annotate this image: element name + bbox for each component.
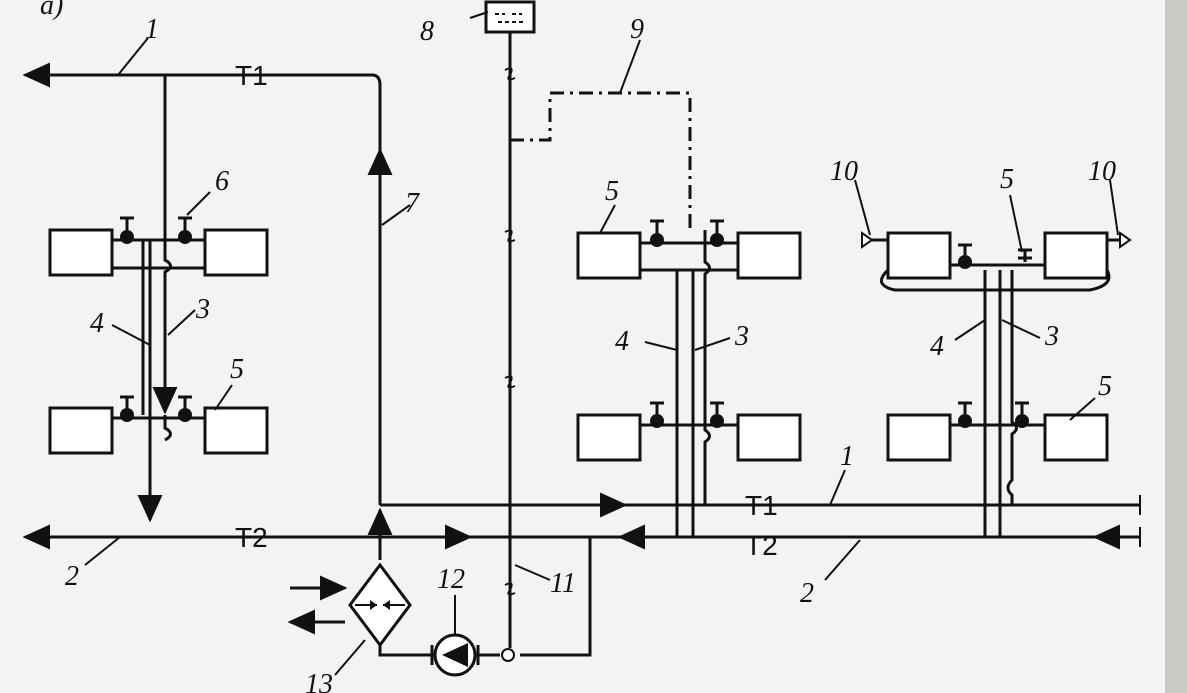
leader-6 xyxy=(186,191,211,216)
valve-icon xyxy=(958,243,972,269)
valve-icon xyxy=(120,216,134,244)
label-6: 6 xyxy=(215,166,229,197)
break-mark xyxy=(504,582,516,596)
label-5-top-right: 5 xyxy=(1000,164,1014,195)
valve-icon xyxy=(178,216,192,244)
valve-icon xyxy=(958,401,972,428)
valve-icon xyxy=(120,395,134,422)
label-7: 7 xyxy=(405,188,420,219)
supply-main-bend xyxy=(371,73,382,505)
label-t1-right: T1 xyxy=(745,490,778,521)
leader-5-right xyxy=(1069,397,1096,421)
leader-3 xyxy=(167,309,196,336)
leader-5-top xyxy=(1009,194,1023,253)
page-edge xyxy=(1165,0,1187,693)
leader-11 xyxy=(514,564,551,581)
label-11: 11 xyxy=(550,568,576,599)
leader-4 xyxy=(111,324,151,346)
label-3-right: 3 xyxy=(1044,321,1059,352)
air-vent-icon xyxy=(1119,231,1132,249)
label-1: 1 xyxy=(145,14,159,45)
label-3-mid: 3 xyxy=(734,321,749,352)
leader-4-right xyxy=(954,319,986,341)
right-bypass-loop xyxy=(879,268,1111,292)
part-label: а) xyxy=(40,0,63,21)
leader-8 xyxy=(469,11,489,19)
label-12: 12 xyxy=(437,564,465,595)
label-5-right: 5 xyxy=(1098,371,1112,402)
leader-13 xyxy=(334,639,366,676)
label-1-right: 1 xyxy=(840,441,854,472)
break-mark xyxy=(504,67,516,81)
radiator-right-top-1 xyxy=(886,231,952,280)
valve-icon xyxy=(1015,401,1029,428)
radiator-mid-top-2 xyxy=(736,231,802,280)
leader-3-right xyxy=(1001,319,1041,339)
leader-2 xyxy=(84,536,121,566)
label-2-right: 2 xyxy=(800,578,814,609)
label-10-right: 10 xyxy=(1088,156,1116,187)
heat-exchanger xyxy=(348,562,412,648)
label-4-mid: 4 xyxy=(615,326,629,357)
label-5-mid: 5 xyxy=(605,176,619,207)
pump-icon xyxy=(430,633,480,677)
radiator-left-bottom-1 xyxy=(48,406,114,455)
break-mark xyxy=(504,375,516,389)
label-4-right: 4 xyxy=(930,331,944,362)
radiator-left-bottom-2 xyxy=(203,406,269,455)
label-5: 5 xyxy=(230,354,244,385)
label-4: 4 xyxy=(90,308,104,339)
radiator-right-top-2 xyxy=(1043,231,1109,280)
radiator-mid-bottom-1 xyxy=(576,413,642,462)
leader-10-right xyxy=(1109,179,1119,236)
valve-icon xyxy=(178,395,192,422)
valve-icon xyxy=(1018,248,1032,262)
leader-1 xyxy=(117,37,149,76)
riser-3 xyxy=(152,228,178,415)
right-riser-3 xyxy=(1006,270,1018,505)
radiator-left-top-2 xyxy=(203,228,269,277)
label-9: 9 xyxy=(630,14,644,45)
radiator-mid-bottom-2 xyxy=(736,413,802,462)
label-t2-right: T2 xyxy=(745,530,778,561)
radiator-mid-top-1 xyxy=(576,231,642,280)
leader-2-right xyxy=(824,539,861,581)
leader-9 xyxy=(619,39,641,94)
valve-icon xyxy=(710,219,724,247)
label-3: 3 xyxy=(195,294,210,325)
air-line-9 xyxy=(510,91,692,230)
label-t2-left: T2 xyxy=(235,522,268,553)
radiator-left-top-1 xyxy=(48,228,114,277)
leader-10-left xyxy=(854,179,871,236)
leader-4-mid xyxy=(644,341,678,351)
mid-top-connect xyxy=(640,241,738,272)
leader-3-mid xyxy=(694,337,731,351)
radiator-right-bottom-1 xyxy=(886,413,952,462)
expansion-tank xyxy=(484,0,536,34)
leader-5 xyxy=(214,384,233,411)
junction-icon xyxy=(501,648,515,662)
valve-icon xyxy=(650,219,664,247)
label-8: 8 xyxy=(420,16,434,47)
mid-riser-3 xyxy=(703,230,711,505)
riser-3-cross xyxy=(163,415,172,442)
leader-1-right xyxy=(829,469,846,506)
label-13: 13 xyxy=(305,669,333,693)
air-vent-icon xyxy=(861,231,874,249)
radiator-right-bottom-2 xyxy=(1043,413,1109,462)
return-to-pump xyxy=(520,537,592,657)
leader-5-mid xyxy=(599,204,616,234)
label-2: 2 xyxy=(65,561,79,592)
valve-icon xyxy=(650,401,664,428)
heater-to-pump xyxy=(378,645,432,657)
label-10-left: 10 xyxy=(830,156,858,187)
label-t1-top: T1 xyxy=(235,60,268,91)
valve-icon xyxy=(710,401,724,428)
leader-7 xyxy=(381,204,411,226)
break-mark xyxy=(504,229,516,243)
